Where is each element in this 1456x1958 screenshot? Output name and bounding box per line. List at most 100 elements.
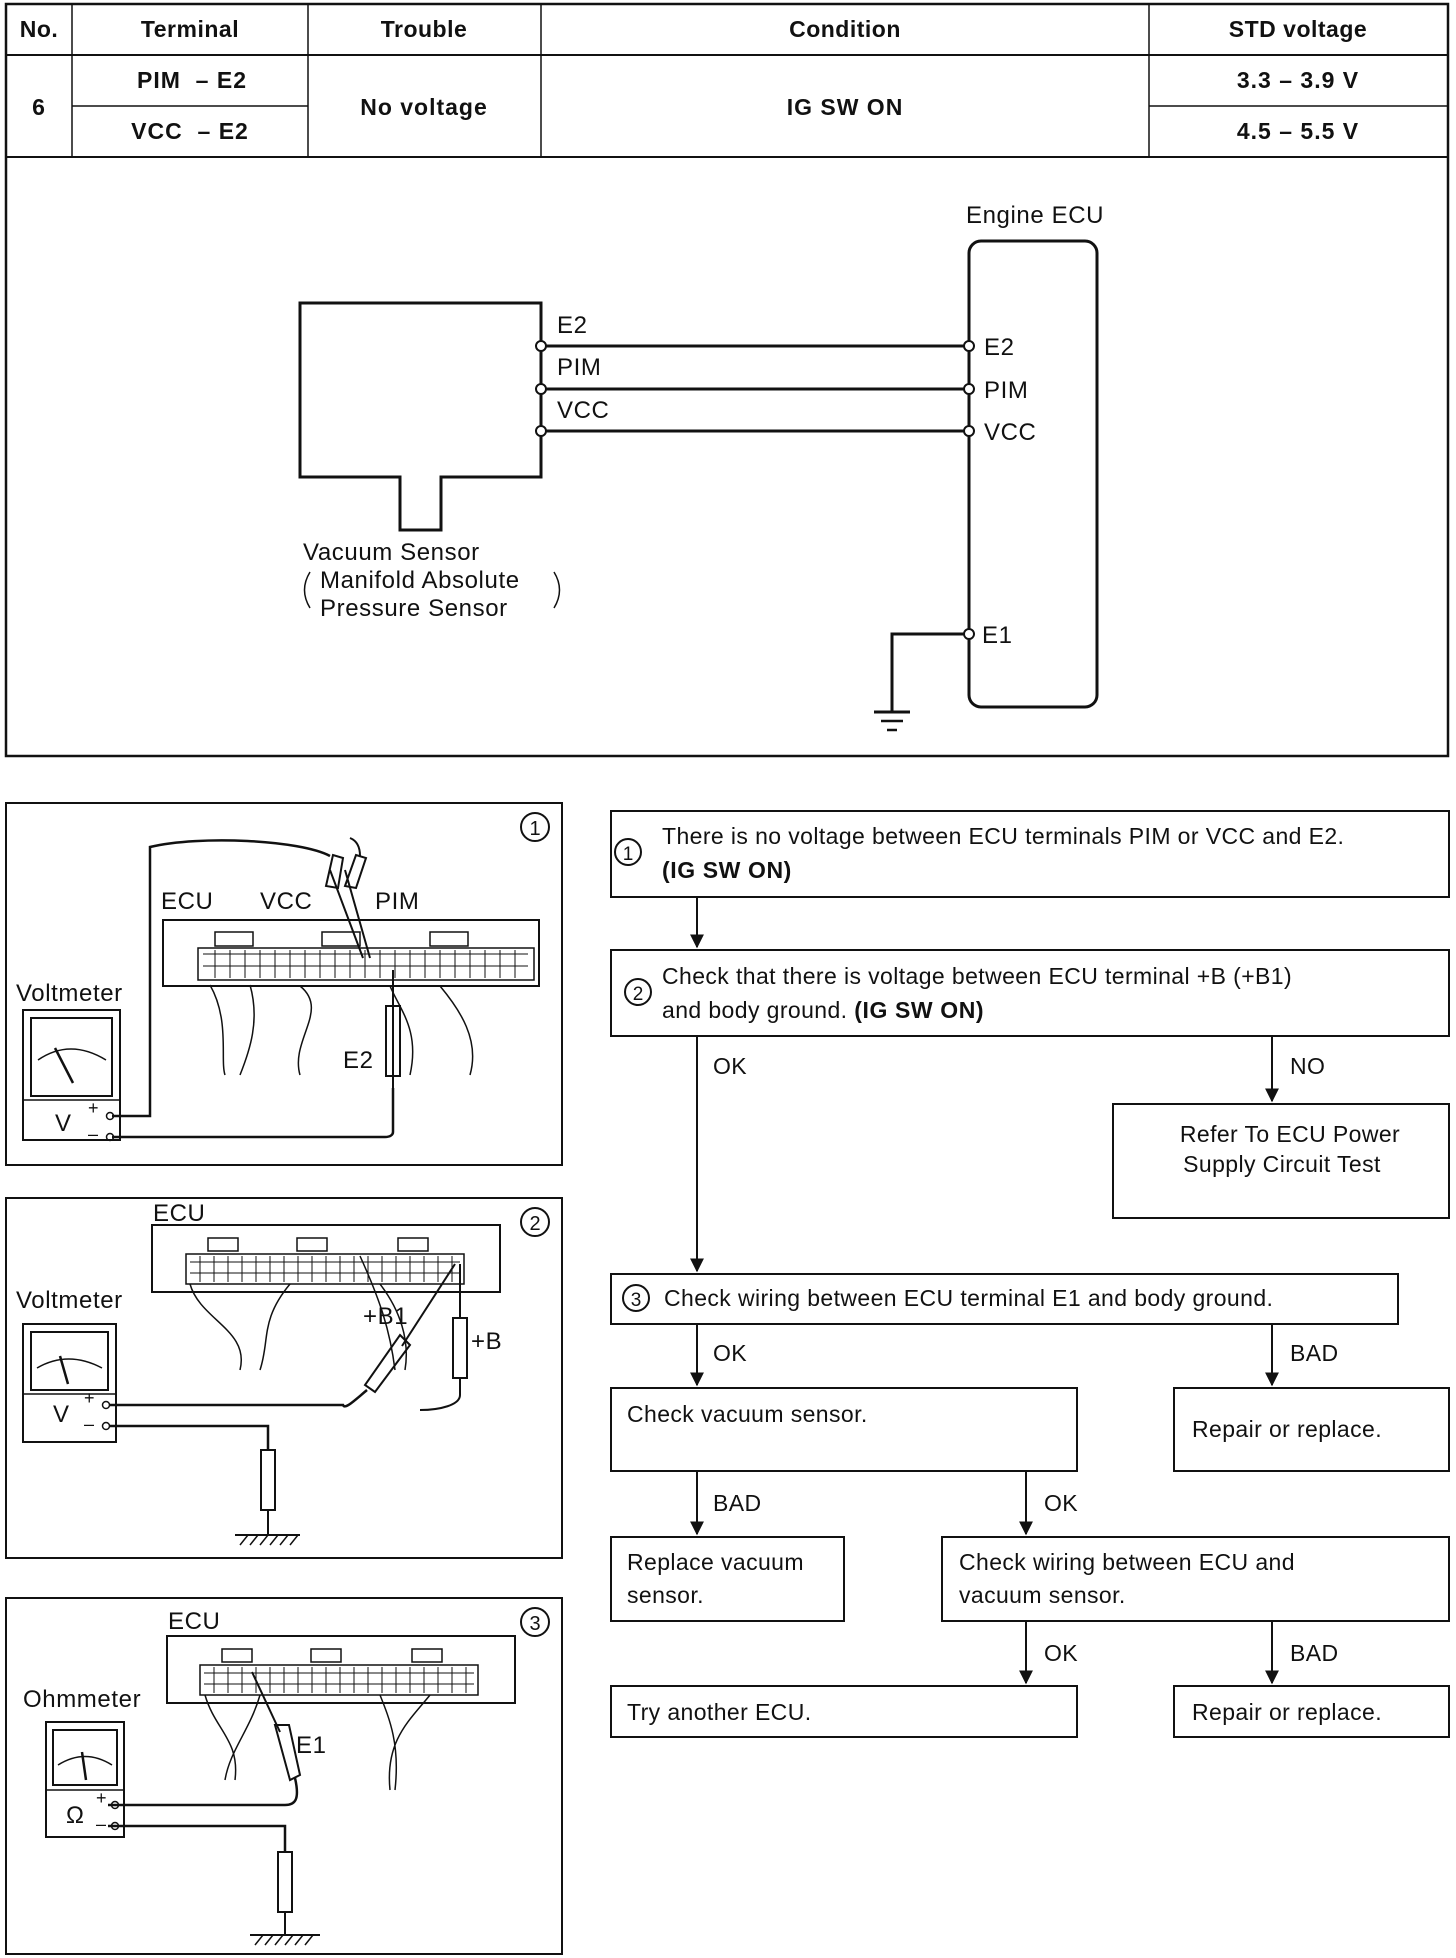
replace-sensor-box xyxy=(610,1536,845,1622)
svg-text:2: 2 xyxy=(529,1213,540,1235)
fig3-label-ohmmeter: Ohmmeter xyxy=(23,1686,141,1713)
ecu-pin-vcc: VCC xyxy=(984,419,1036,446)
voltmeter-icon xyxy=(22,1323,117,1443)
power-test-line-1: Refer To ECU Power xyxy=(1180,1121,1400,1147)
svg-text:3: 3 xyxy=(529,1613,540,1635)
troubleshooting-flowchart: 1 There is no voltage between ECU termin… xyxy=(610,810,1450,1738)
sensor-pin-vcc: VCC xyxy=(557,397,609,424)
cell-trouble: No voltage xyxy=(360,94,488,120)
fig2-label-minus: – xyxy=(84,1414,94,1434)
fig3-label-ecu: ECU xyxy=(168,1608,220,1635)
step-1-box xyxy=(610,810,1450,898)
fig2-label-plus: + xyxy=(84,1388,95,1408)
power-test-box xyxy=(1112,1103,1450,1219)
spec-table: No. Terminal Trouble Condition STD volta… xyxy=(4,2,1450,758)
illustration-ohmmeter-e1: 3 ECU Ohmmeter xyxy=(5,1597,563,1955)
step-3-box xyxy=(610,1273,1399,1325)
check-wiring-line-1: Check wiring between ECU and xyxy=(959,1549,1295,1575)
step-2-line-2: and body ground. (IG SW ON) xyxy=(662,997,984,1023)
fig1-label-pim: PIM xyxy=(375,888,419,915)
check-sensor-text: Check vacuum sensor. xyxy=(627,1401,868,1427)
header-no: No. xyxy=(20,16,59,42)
sensor-name-line-3: Pressure Sensor xyxy=(320,595,508,622)
fig2-label-b: +B xyxy=(471,1328,502,1355)
figure-number-1: 1 xyxy=(520,812,550,842)
sensor-name-line-2: Manifold Absolute xyxy=(320,567,520,594)
step-2-box xyxy=(610,949,1450,1037)
step-3-number: 3 xyxy=(631,1290,642,1311)
sensor-pin-pim: PIM xyxy=(557,354,601,381)
replace-sensor-line-2: sensor. xyxy=(627,1582,704,1608)
header-std-voltage: STD voltage xyxy=(1229,16,1367,42)
sensor-bad-label: BAD xyxy=(713,1490,762,1516)
fig3-label-e1: E1 xyxy=(296,1732,327,1759)
fig2-label-voltmeter: Voltmeter xyxy=(16,1287,123,1314)
power-test-line-2: Supply Circuit Test xyxy=(1183,1151,1381,1177)
ecu-title: Engine ECU xyxy=(966,202,1104,229)
fig2-label-b1: +B1 xyxy=(363,1303,408,1330)
cell-terminal-2: VCC – E2 xyxy=(131,118,249,144)
wiring-ok-label: OK xyxy=(1044,1640,1078,1666)
repair-text-2: Repair or replace. xyxy=(1192,1699,1382,1725)
repair-box-2 xyxy=(1173,1685,1450,1738)
step-2-number: 2 xyxy=(633,984,644,1005)
illustration-voltage-b1: 2 EC xyxy=(5,1197,563,1559)
header-terminal: Terminal xyxy=(141,16,239,42)
fig1-label-v: V xyxy=(55,1110,72,1137)
ground-hatch-icon xyxy=(250,1934,320,1946)
repair-box-1 xyxy=(1173,1387,1450,1472)
header-trouble: Trouble xyxy=(381,16,468,42)
fig2-label-ecu: ECU xyxy=(153,1200,205,1227)
try-ecu-box xyxy=(610,1685,1078,1738)
cell-no: 6 xyxy=(32,94,46,120)
check-sensor-box xyxy=(610,1387,1078,1472)
engine-ecu-box xyxy=(967,239,1099,709)
illustration-voltage-pim-vcc: 1 ECU VCC xyxy=(5,802,563,1166)
voltmeter-icon xyxy=(22,1009,121,1142)
sensor-name-line-1: Vacuum Sensor xyxy=(303,539,480,566)
circuit-diagram: Engine ECU E2 PIM VCC E2 PIM VCC E1 Vacu… xyxy=(298,202,1104,732)
fig1-label-minus: – xyxy=(88,1124,98,1144)
fig1-label-voltmeter: Voltmeter xyxy=(16,980,123,1007)
step-2-no-label: NO xyxy=(1290,1053,1325,1079)
header-condition: Condition xyxy=(789,16,901,42)
try-ecu-text: Try another ECU. xyxy=(627,1699,812,1725)
cell-terminal-1: PIM – E2 xyxy=(137,67,247,93)
ohmmeter-icon xyxy=(45,1721,125,1838)
sensor-pin-e2: E2 xyxy=(557,312,588,339)
wiring-bad-label: BAD xyxy=(1290,1640,1339,1666)
fig2-label-v: V xyxy=(53,1401,70,1428)
figure-number-2: 2 xyxy=(520,1207,550,1237)
cell-voltage-2: 4.5 – 5.5 V xyxy=(1237,118,1359,144)
fig3-label-minus: – xyxy=(96,1814,106,1834)
step-2-line-1: Check that there is voltage between ECU … xyxy=(662,963,1292,989)
step-3-bad-label: BAD xyxy=(1290,1340,1339,1366)
repair-text-1: Repair or replace. xyxy=(1192,1416,1382,1442)
step-1-line-2: (IG SW ON) xyxy=(662,857,792,883)
ecu-connector-1 xyxy=(162,919,540,1076)
fig1-label-vcc: VCC xyxy=(260,888,312,915)
fig1-label-e2: E2 xyxy=(343,1047,374,1074)
ecu-pin-e2: E2 xyxy=(984,334,1015,361)
step-3-text: Check wiring between ECU terminal E1 and… xyxy=(664,1285,1273,1311)
replace-sensor-line-1: Replace vacuum xyxy=(627,1549,804,1575)
step-2-ok-label: OK xyxy=(713,1053,747,1079)
fig1-label-plus: + xyxy=(88,1098,99,1118)
ecu-pin-pim: PIM xyxy=(984,377,1028,404)
cell-voltage-1: 3.3 – 3.9 V xyxy=(1237,67,1359,93)
cell-condition: IG SW ON xyxy=(787,94,904,120)
ecu-connector-2 xyxy=(151,1224,501,1371)
sensor-ok-label: OK xyxy=(1044,1490,1078,1516)
step-1-line-1: There is no voltage between ECU terminal… xyxy=(662,823,1344,849)
fig1-label-ecu: ECU xyxy=(161,888,213,915)
ground-hatch-icon xyxy=(235,1534,300,1546)
fig3-label-ohm: Ω xyxy=(66,1802,85,1829)
check-wiring-box xyxy=(941,1536,1450,1622)
check-wiring-line-2: vacuum sensor. xyxy=(959,1582,1126,1608)
ecu-pin-e1: E1 xyxy=(982,622,1013,649)
svg-text:1: 1 xyxy=(529,818,540,840)
fig3-label-plus: + xyxy=(96,1788,107,1808)
step-1-number: 1 xyxy=(623,844,634,865)
figure-number-3: 3 xyxy=(520,1607,550,1637)
